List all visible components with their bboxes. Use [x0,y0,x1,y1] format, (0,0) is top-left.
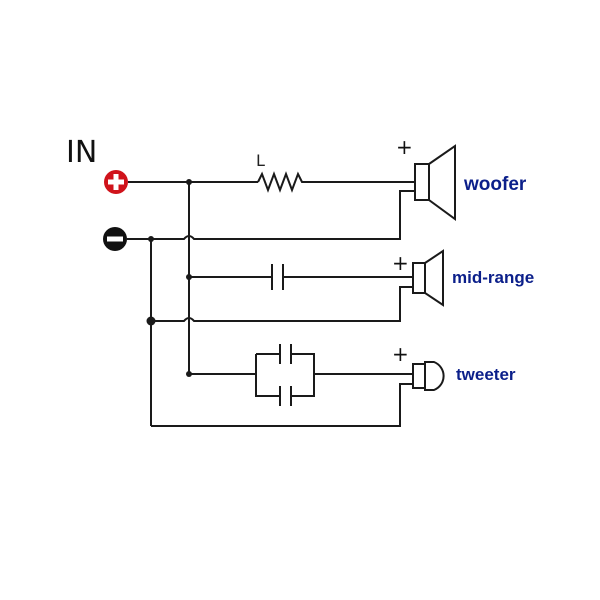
midrange-speaker-icon [412,249,444,307]
midrange-label: mid-range [452,268,534,287]
tweeter-polarity: + [392,342,409,366]
plus-circle-icon [104,170,128,194]
input-label: IN [66,135,97,170]
woofer-polarity: + [396,135,413,159]
midrange-polarity: + [392,251,409,275]
minus-circle-icon [103,227,127,251]
junction-dots [146,179,192,377]
tweeter-speaker-icon [412,361,445,391]
woofer-label: woofer [463,174,527,195]
woofer-speaker-icon [414,144,456,221]
tweeter-capacitor-bottom [279,386,292,406]
inductor-coil [257,171,305,193]
wires [127,181,415,427]
midrange-capacitor [271,264,284,290]
tweeter-capacitor-top [279,344,292,364]
tweeter-label: tweeter [456,365,516,384]
inductor-label: L [256,151,265,170]
